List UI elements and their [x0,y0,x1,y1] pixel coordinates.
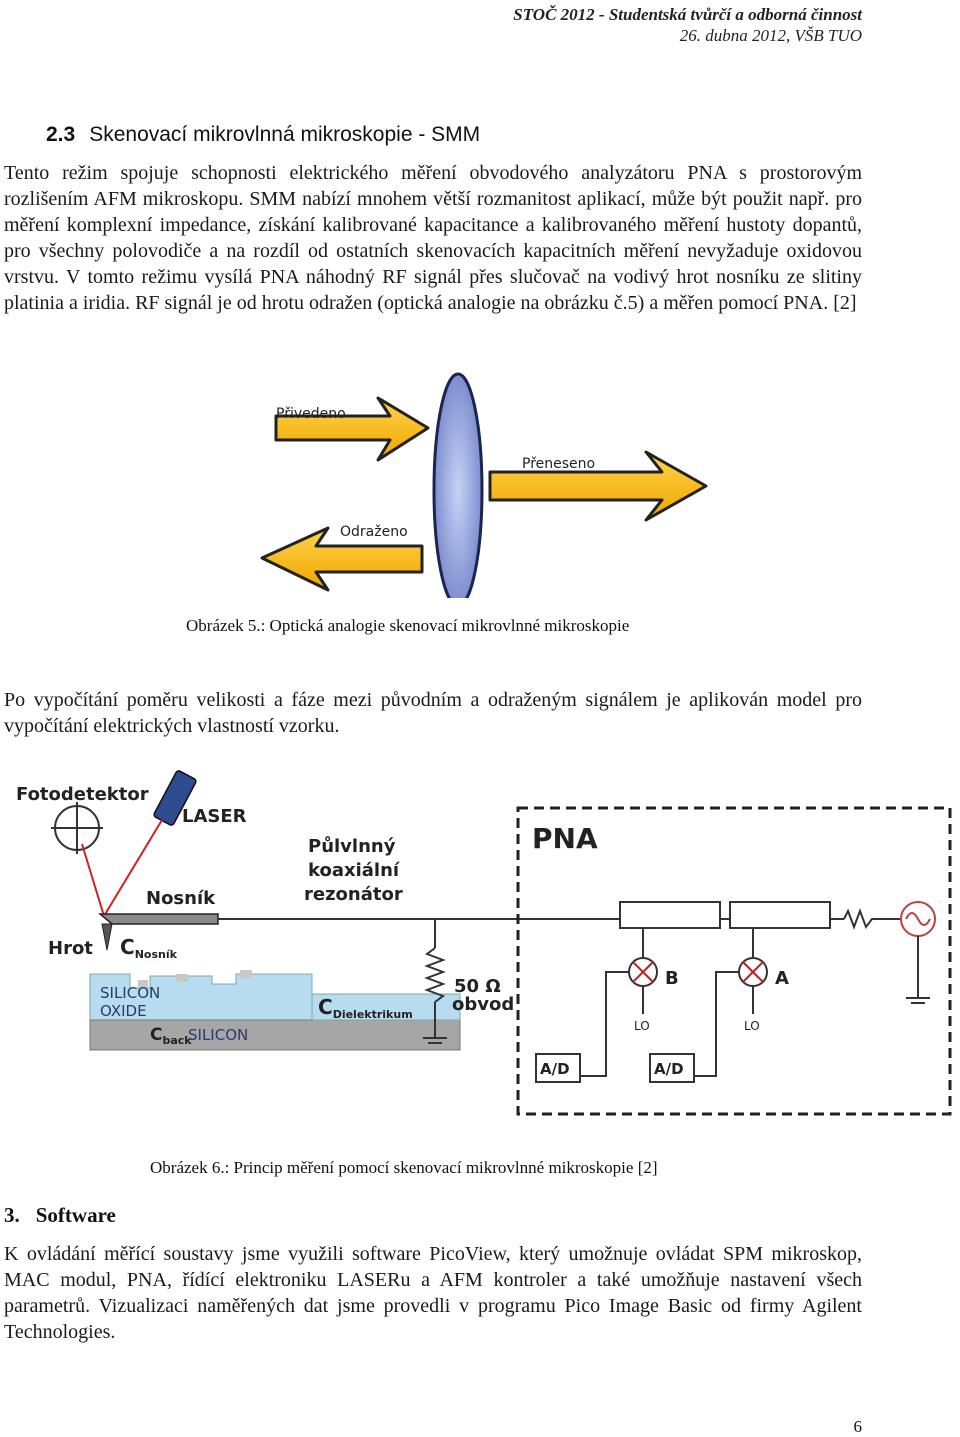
coupler-a [729,901,831,929]
pna-box [516,806,952,1116]
paragraph-software: K ovládání měřící soustavy jsme využili … [4,1243,862,1343]
label-50-ohm: 50 Ω [454,976,501,997]
label-fotodetektor: Fotodetektor [16,784,149,805]
paragraph-model: Po vypočítání poměru velikosti a fáze me… [4,689,862,737]
paragraph-smm-intro: Tento režim spojuje schopnosti elektrick… [4,162,862,314]
resistor-50-ohm [424,947,446,1003]
section-title: Skenovací mikrovlnná mikroskopie - SMM [89,123,481,146]
label-b: B [665,968,679,989]
arrow-reflected [260,526,424,592]
arrow-transmitted [488,450,708,522]
ad-converter-2 [649,1053,695,1083]
label-silicon-oxide-1: SILICON [100,984,160,1002]
label-rezonator-2: koaxiální [308,860,400,881]
source-resistor [843,908,880,930]
header-date: 26. dubna 2012, VŠB TUO [679,26,862,45]
figure6-caption: Obrázek 6.: Princip měření pomocí skenov… [150,1158,658,1177]
chip-2 [176,974,188,982]
label-c-back: Cback [150,1025,192,1047]
label-rezonator-3: rezonátor [304,884,403,905]
label-lo-1: LO [634,1019,650,1033]
label-hrot: Hrot [48,938,93,959]
page-number: 6 [853,1417,863,1436]
section3-title: Software [35,1203,116,1227]
label-ad-1: A/D [540,1060,570,1078]
label-lo-2: LO [744,1019,760,1033]
section-number: 2.3 [46,123,76,146]
label-reflected: Odraženo [340,524,408,540]
figure5-caption: Obrázek 5.: Optická analogie skenovací m… [186,616,630,635]
label-incoming: Přivedeno [276,406,346,422]
label-pna: PNA [532,822,598,855]
label-c-dielektrikum: CDielektrikum [318,995,413,1021]
arrow-incoming [274,396,430,462]
ad-converter-1 [535,1053,581,1083]
lens [432,372,484,598]
label-obvod: obvod [452,994,514,1015]
label-a: A [775,968,789,989]
header-conference: STOČ 2012 - Studentská tvůrčí a odborná … [513,5,862,24]
label-silicon: SILICON [188,1026,248,1044]
coupler-b [619,901,721,929]
page-header: STOČ 2012 - Studentská tvůrčí a odborná … [513,4,862,46]
label-c-nosnik: CNosník [120,935,178,961]
label-silicon-oxide-2: OXIDE [100,1002,147,1020]
section-heading: 2.3 Skenovací mikrovlnná mikroskopie - SM… [46,123,480,147]
figure-smm-principle: Fotodetektor LASER Nosník Hrot CNosník S… [16,770,952,1116]
chip-1 [138,980,148,988]
section3-number: 3. [4,1203,20,1227]
label-nosnik: Nosník [146,888,216,909]
label-ad-2: A/D [654,1060,684,1078]
section3-heading: 3. Software [4,1203,132,1228]
chip-3 [240,970,252,978]
silicon-layer [89,1019,461,1051]
cantilever [97,913,219,925]
laser-icon [153,770,197,826]
figure-optical-analogy: Přivedeno Přeneseno Odraženo [260,372,708,598]
tip [101,923,113,951]
label-rezonator-1: Půlvlnný [308,835,396,857]
label-transmitted: Přeneseno [522,456,595,472]
label-laser: LASER [182,806,247,827]
